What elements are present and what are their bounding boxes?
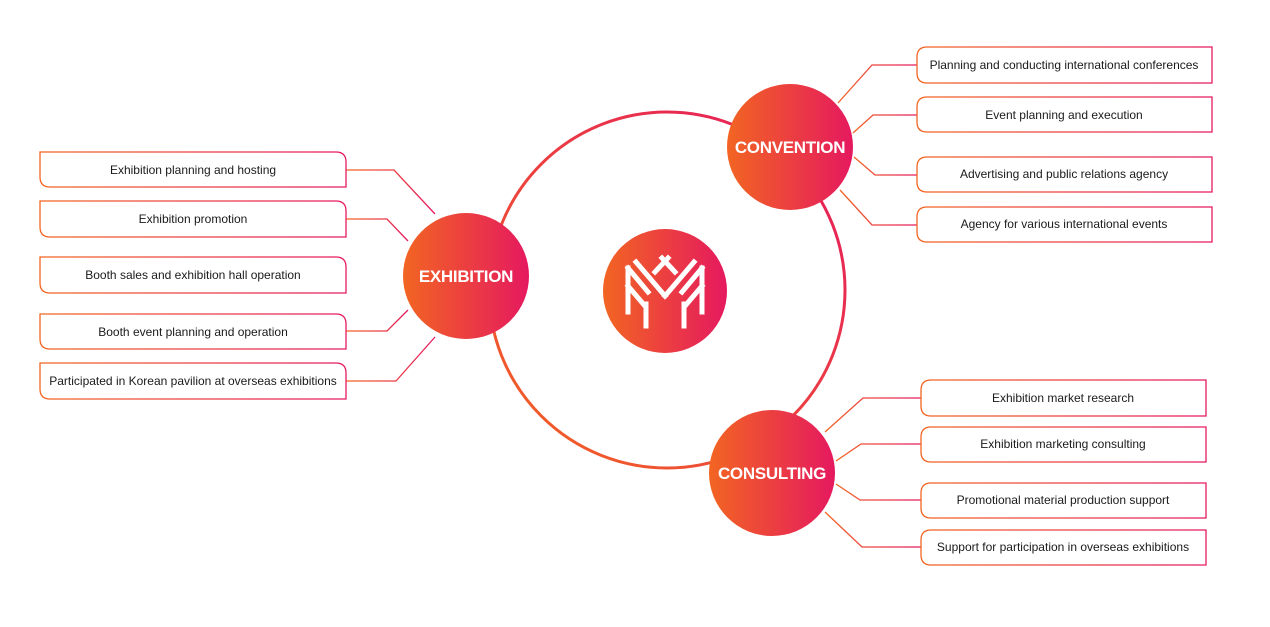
list-item: Booth event planning and operation [39, 313, 347, 350]
list-item: Support for participation in overseas ex… [920, 529, 1207, 566]
list-item: Exhibition marketing consulting [920, 426, 1207, 463]
connector-consulting-3 [835, 483, 921, 501]
connector-exhibition-4 [346, 309, 409, 332]
connectors [346, 64, 921, 548]
hub-consulting-label: CONSULTING [718, 464, 826, 483]
consulting-item-label: Exhibition marketing consulting [980, 437, 1145, 451]
exhibition-item-label: Booth event planning and operation [98, 325, 288, 339]
m-logo-icon [624, 254, 706, 329]
exhibition-item-label: Booth sales and exhibition hall operatio… [85, 268, 300, 282]
list-item: Event planning and execution [916, 96, 1213, 133]
convention-item-label: Agency for various international events [961, 217, 1168, 231]
list-item: Exhibition market research [920, 379, 1207, 417]
consulting-item-label: Exhibition market research [992, 391, 1134, 405]
exhibition-item-label: Exhibition planning and hosting [110, 163, 276, 177]
connector-consulting-1 [824, 397, 921, 433]
hub-consulting: CONSULTING [709, 410, 835, 536]
list-item: Advertising and public relations agency [916, 156, 1213, 193]
convention-item-label: Planning and conducting international co… [930, 58, 1199, 72]
exhibition-item-label: Participated in Korean pavilion at overs… [49, 374, 337, 388]
convention-items: Planning and conducting international co… [916, 46, 1213, 243]
exhibition-item-label: Exhibition promotion [139, 212, 248, 226]
connector-exhibition-5 [346, 336, 436, 382]
consulting-item-label: Support for participation in overseas ex… [937, 540, 1189, 554]
list-item: Exhibition promotion [39, 200, 347, 238]
hub-exhibition-label: EXHIBITION [419, 267, 513, 286]
connector-convention-3 [853, 156, 917, 176]
connector-consulting-2 [835, 443, 921, 462]
list-item: Exhibition planning and hosting [39, 151, 347, 188]
list-item: Participated in Korean pavilion at overs… [39, 362, 347, 400]
consulting-items: Exhibition market research Exhibition ma… [920, 379, 1207, 566]
connector-convention-1 [837, 64, 917, 104]
connector-convention-2 [852, 114, 917, 134]
list-item: Planning and conducting international co… [916, 46, 1213, 84]
consulting-item-label: Promotional material production support [957, 493, 1170, 507]
connector-exhibition-1 [346, 169, 436, 215]
hub-convention-label: CONVENTION [735, 138, 845, 157]
exhibition-items: Exhibition planning and hosting Exhibiti… [39, 151, 347, 400]
convention-item-label: Event planning and execution [985, 108, 1142, 122]
connector-consulting-4 [824, 511, 921, 548]
list-item: Agency for various international events [916, 206, 1213, 243]
convention-item-label: Advertising and public relations agency [960, 167, 1168, 181]
center-logo [603, 229, 727, 353]
connector-convention-4 [839, 189, 917, 226]
hub-exhibition: EXHIBITION [403, 213, 529, 339]
hub-convention: CONVENTION [727, 84, 853, 210]
connector-exhibition-2 [346, 218, 409, 242]
list-item: Promotional material production support [920, 482, 1207, 519]
list-item: Booth sales and exhibition hall operatio… [39, 256, 347, 294]
